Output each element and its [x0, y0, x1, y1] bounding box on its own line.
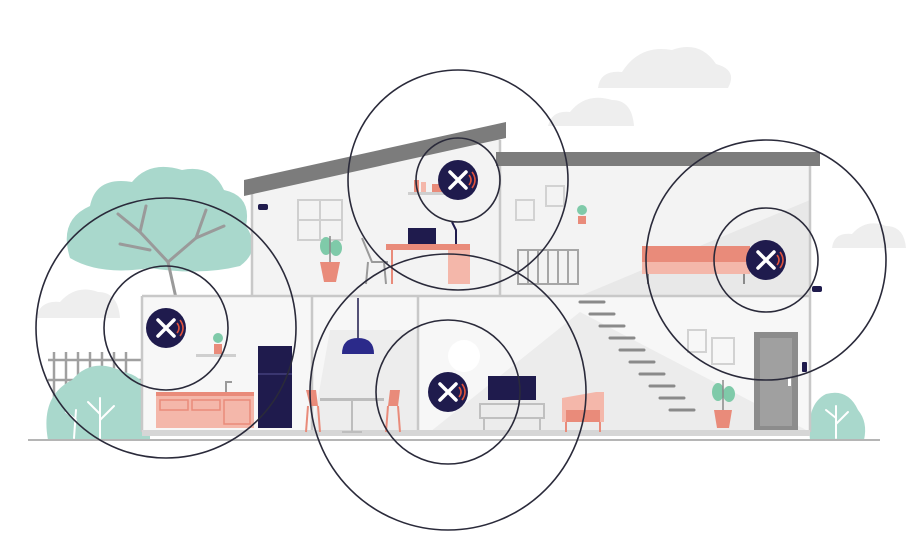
staircase [578, 300, 696, 412]
picture-frame [711, 337, 735, 365]
kitchen-counter [156, 394, 254, 428]
small-plant-icon [213, 333, 223, 354]
bedroom-node[interactable] [746, 240, 786, 280]
coverage-ring-inner-living [375, 319, 521, 465]
extender-node-icon [438, 382, 466, 402]
ground-mid-shade [312, 330, 418, 432]
wall-camera-icon [258, 204, 268, 210]
kitchen-node[interactable] [146, 308, 186, 348]
tree-branches [116, 204, 226, 300]
extender-node-icon [156, 318, 184, 338]
attic-window [297, 199, 343, 241]
picture-frame [687, 329, 707, 353]
bush-left [46, 365, 151, 440]
picture-frame [545, 185, 565, 207]
coverage-ring-inner-bedroom [713, 207, 819, 313]
desk [386, 244, 470, 250]
living-room-node[interactable] [428, 372, 468, 412]
cloud-left [36, 289, 120, 318]
roof-left [244, 122, 506, 196]
floor-base [142, 430, 810, 436]
plant-icon [320, 236, 342, 282]
roof-right [496, 152, 820, 166]
dining-set [305, 390, 401, 433]
wall-camera-icon [812, 286, 822, 292]
laptop-icon [408, 228, 436, 244]
ground-floor-furniture [156, 298, 807, 433]
coverage-ring-outer-living [309, 253, 587, 531]
coverage-ring-outer-attic [347, 69, 569, 291]
coverage-ring-outer-bedroom [645, 139, 887, 381]
tree-left [66, 166, 253, 300]
desk-drawers [448, 250, 470, 284]
bush-right [809, 392, 866, 440]
coverage-ring-outer-kitchen [35, 197, 297, 459]
upper-floor-furniture [258, 180, 822, 292]
clouds [36, 47, 906, 318]
doorbell-icon [802, 362, 807, 372]
cloud-mid-right [548, 97, 634, 126]
window-moon [448, 340, 480, 372]
attic-office-node[interactable] [438, 160, 478, 200]
fridge [258, 346, 292, 428]
coverage-ring-inner-attic [415, 137, 501, 223]
faucet-icon [225, 381, 232, 392]
ground-right-shade [430, 312, 810, 432]
coverage-rings [35, 69, 887, 531]
bushes [46, 365, 866, 440]
picture-frame [515, 199, 535, 221]
tv-icon [488, 376, 536, 400]
cloud-top-right [598, 47, 732, 88]
crib [517, 249, 579, 285]
desk-lamp-icon [451, 221, 457, 244]
extender-node-icon [756, 250, 784, 270]
plant-icon [712, 380, 735, 428]
cloud-far-right [832, 223, 906, 248]
pendant-lamp-icon [342, 338, 374, 354]
extender-node-icon [448, 170, 476, 190]
kitchen-shelf [196, 354, 236, 357]
coverage-ring-inner-kitchen [103, 265, 229, 391]
tv-stand [479, 403, 545, 419]
tree-canopy [66, 166, 253, 272]
small-plant-icon [577, 205, 587, 224]
lounge-chair [562, 392, 604, 432]
